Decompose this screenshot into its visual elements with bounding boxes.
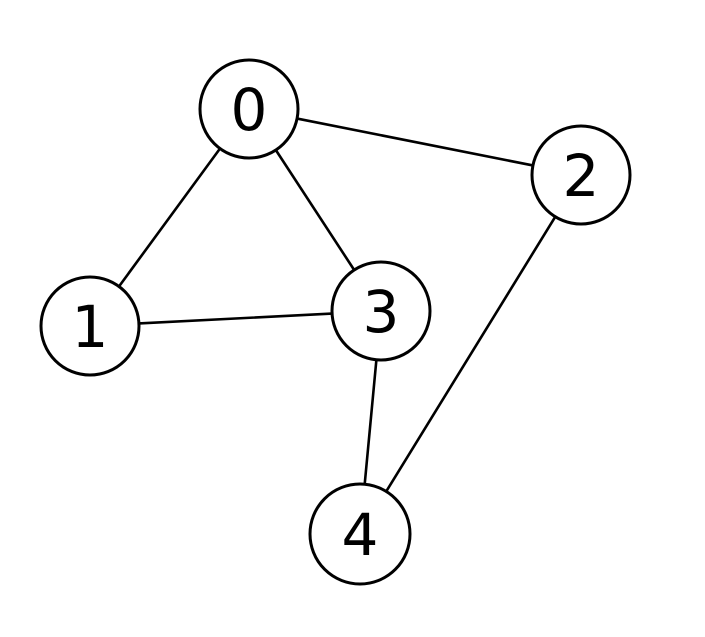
node-circle-3 (330, 260, 432, 362)
edge-layer (117, 117, 557, 493)
node-circle-4 (308, 482, 412, 586)
node-label-3: 3 (363, 278, 400, 346)
node-label-1: 1 (72, 293, 109, 361)
graph-edge-3-4 (363, 358, 378, 486)
node-label-0: 0 (231, 76, 268, 144)
graph-node-0: 0 (198, 58, 300, 160)
graph-edge-1-3 (137, 312, 334, 325)
graph-node-2: 2 (530, 124, 632, 226)
graph-edge-0-2 (295, 117, 535, 167)
node-circle-1 (39, 275, 141, 377)
node-circle-2 (530, 124, 632, 226)
graph-edge-0-1 (117, 147, 222, 288)
node-label-4: 4 (342, 501, 379, 569)
graph-edge-2-4 (384, 215, 557, 493)
node-layer: 0 1 2 3 4 (39, 58, 632, 586)
graph-node-3: 3 (330, 260, 432, 362)
graph-node-1: 1 (39, 275, 141, 377)
node-circle-0 (198, 58, 300, 160)
graph-node-4: 4 (308, 482, 412, 586)
node-label-2: 2 (563, 142, 600, 210)
graph-edge-0-3 (274, 148, 356, 272)
